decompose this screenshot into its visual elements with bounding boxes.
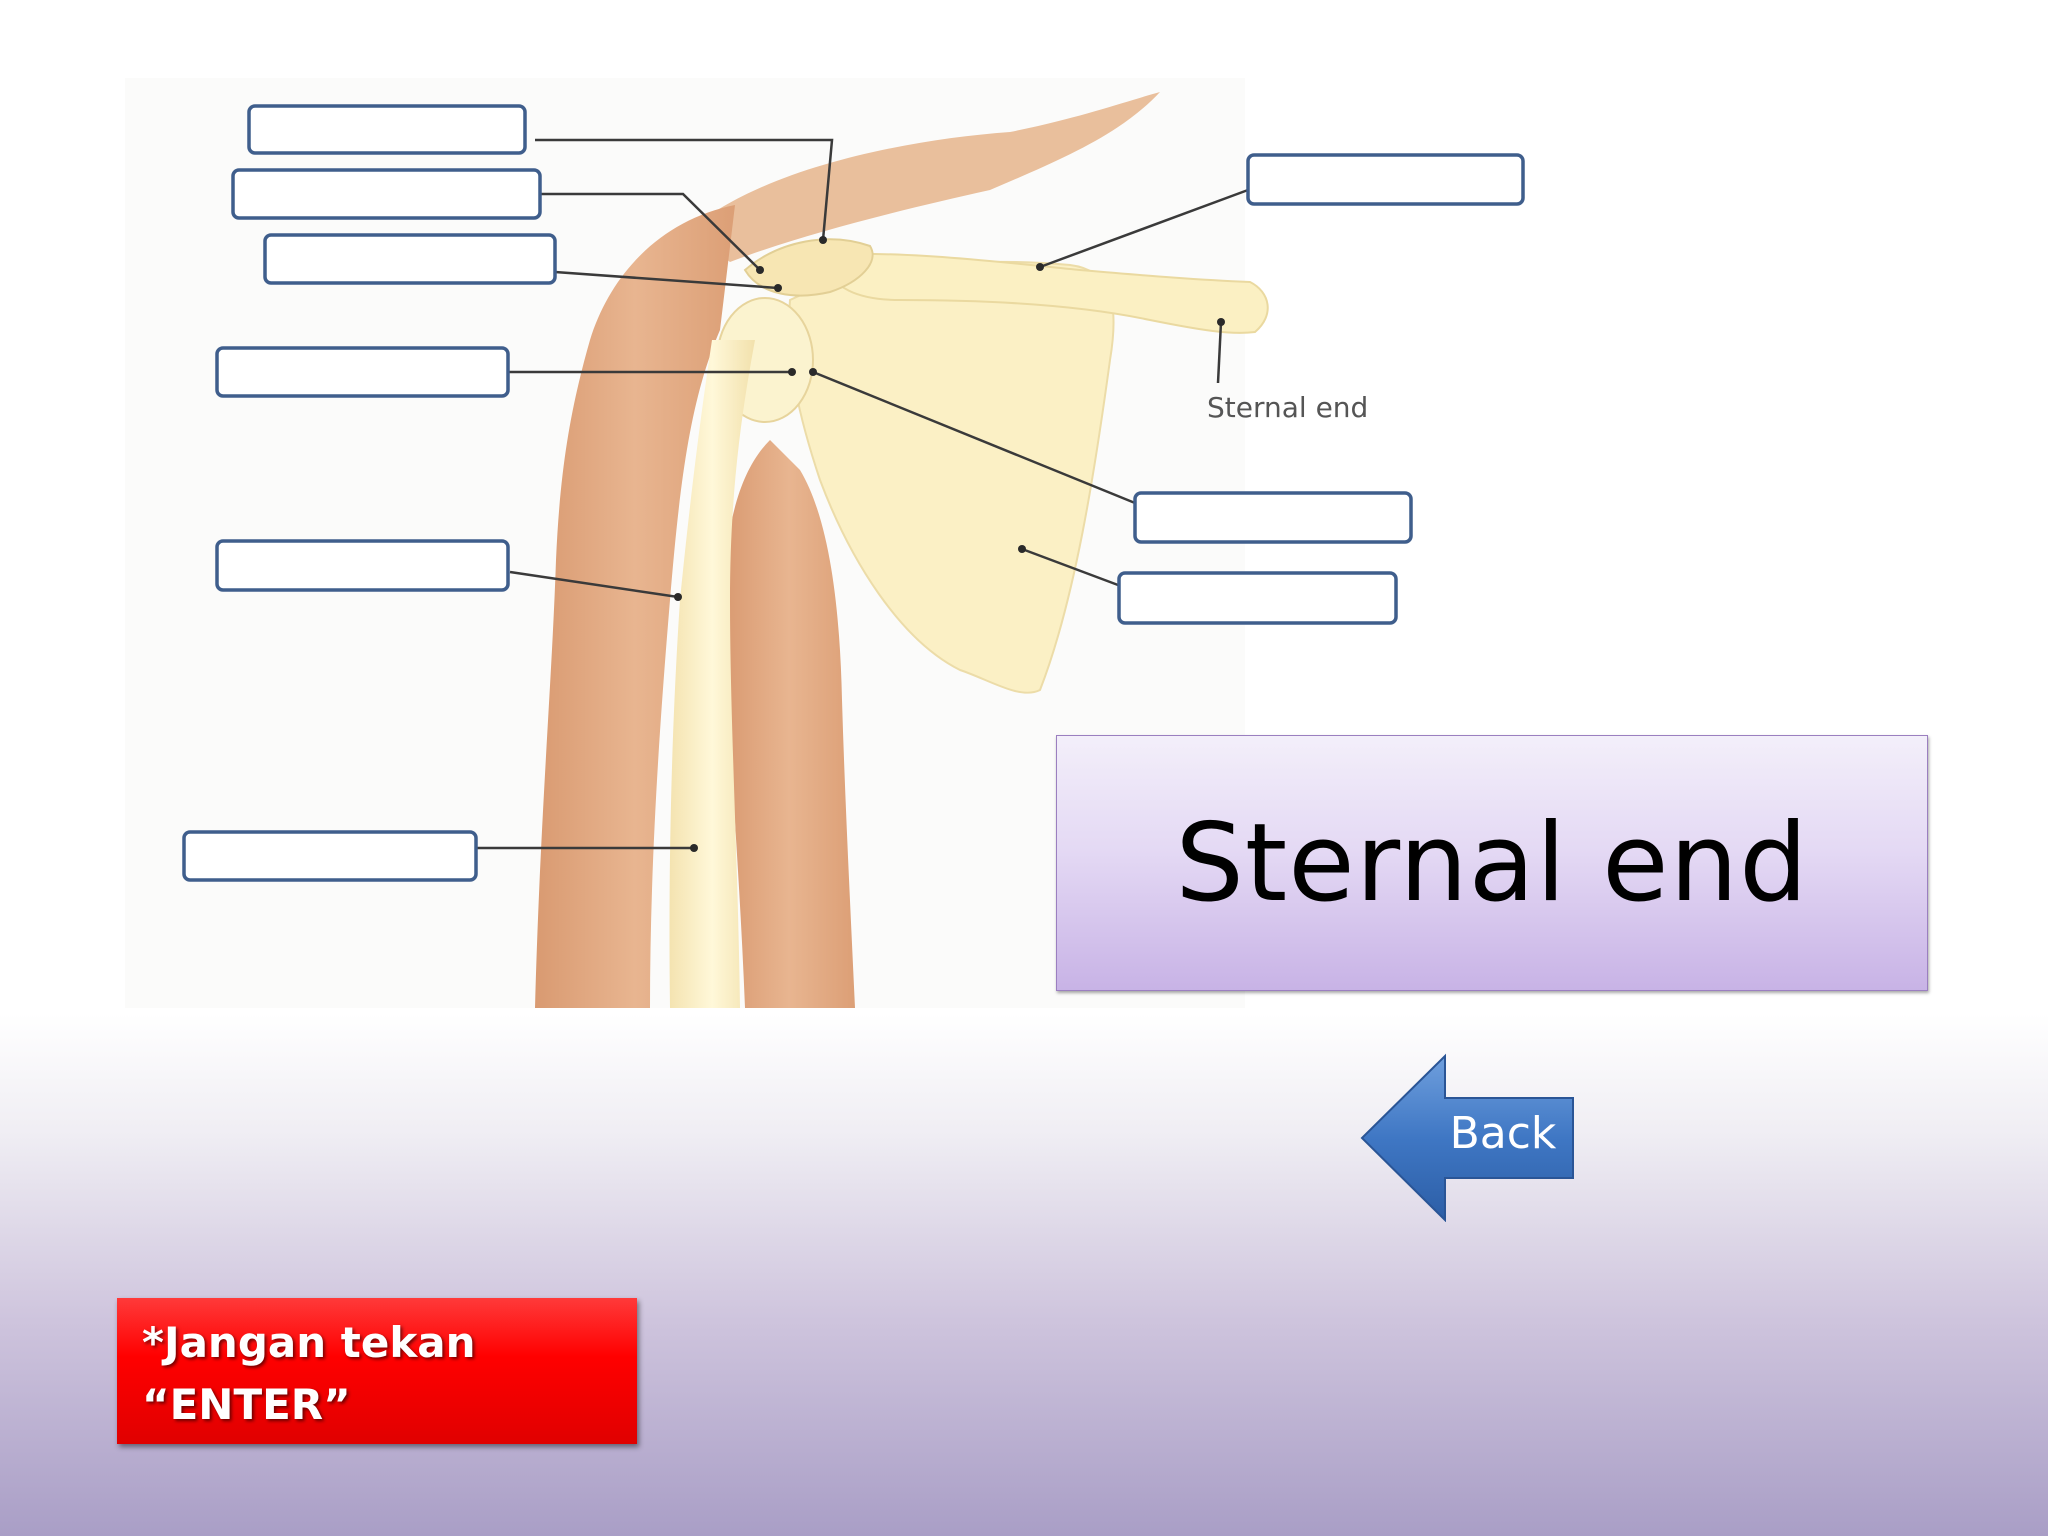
- back-button[interactable]: Back: [1360, 1052, 1578, 1222]
- label-box[interactable]: [215, 539, 510, 592]
- leader-line-dots: [674, 236, 1225, 852]
- label-box[interactable]: [182, 830, 478, 882]
- acromion: [743, 238, 874, 297]
- trapezius-muscle: [690, 92, 1160, 262]
- label-box[interactable]: [247, 104, 527, 155]
- label-box[interactable]: [263, 233, 557, 285]
- warning-line-1: *Jangan tekan: [142, 1318, 476, 1367]
- label-box[interactable]: [1133, 491, 1413, 544]
- back-button-label: Back: [1449, 1108, 1557, 1159]
- leader-lines: [477, 138, 1249, 850]
- scapula: [788, 260, 1115, 694]
- clavicle: [818, 252, 1269, 334]
- deltoid-muscle: [535, 205, 735, 1008]
- humerus-shaft: [669, 340, 755, 1008]
- warning-line-2: “ENTER”: [142, 1380, 351, 1429]
- answer-text: Sternal end: [1175, 800, 1809, 926]
- label-box[interactable]: [1117, 571, 1398, 625]
- warning-banner: *Jangan tekan “ENTER”: [117, 1298, 637, 1444]
- biceps-muscle: [723, 440, 855, 1008]
- answer-box: Sternal end: [1056, 735, 1928, 991]
- back-arrow-icon: [1360, 1053, 1574, 1222]
- label-boxes: [182, 104, 1525, 882]
- diagram-inline-label: Sternal end: [1207, 391, 1368, 424]
- label-box[interactable]: [1246, 153, 1525, 206]
- label-box[interactable]: [215, 346, 510, 398]
- label-box[interactable]: [231, 168, 542, 220]
